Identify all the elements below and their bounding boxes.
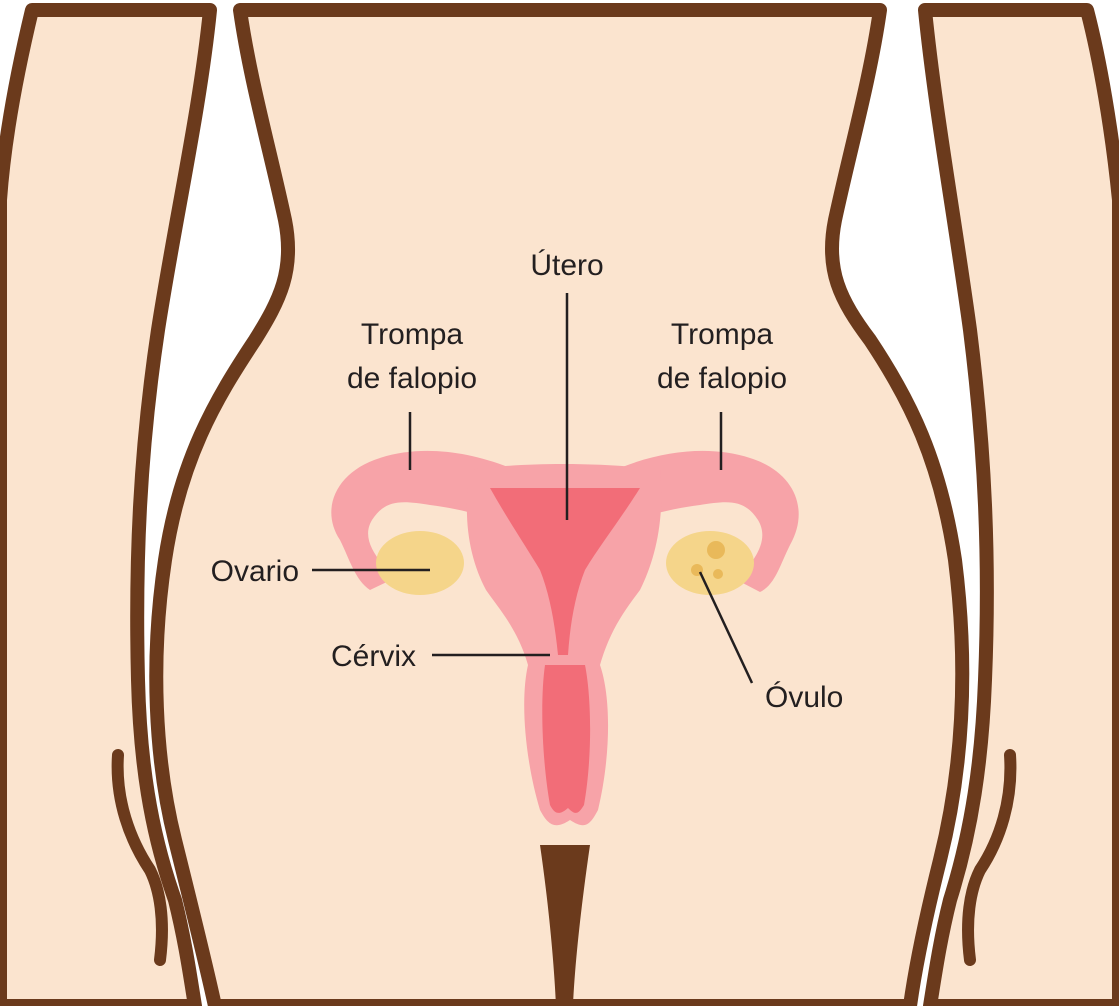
label-trompa-right-line1: Trompa (671, 318, 774, 351)
label-trompa-left-line2: de falopio (347, 362, 477, 395)
label-trompa-right-line2: de falopio (657, 362, 787, 395)
label-utero: Útero (530, 249, 603, 282)
label-cervix: Cérvix (331, 640, 416, 673)
label-ovario: Ovario (211, 555, 299, 588)
ovary-left (376, 531, 464, 595)
ovum-spot-1 (707, 541, 725, 559)
ovum-spot-3 (713, 569, 723, 579)
ovary-right (666, 531, 754, 595)
label-ovulo: Óvulo (765, 681, 843, 714)
label-trompa-left-line1: Trompa (361, 318, 464, 351)
cervix-canal-inner (542, 665, 590, 813)
